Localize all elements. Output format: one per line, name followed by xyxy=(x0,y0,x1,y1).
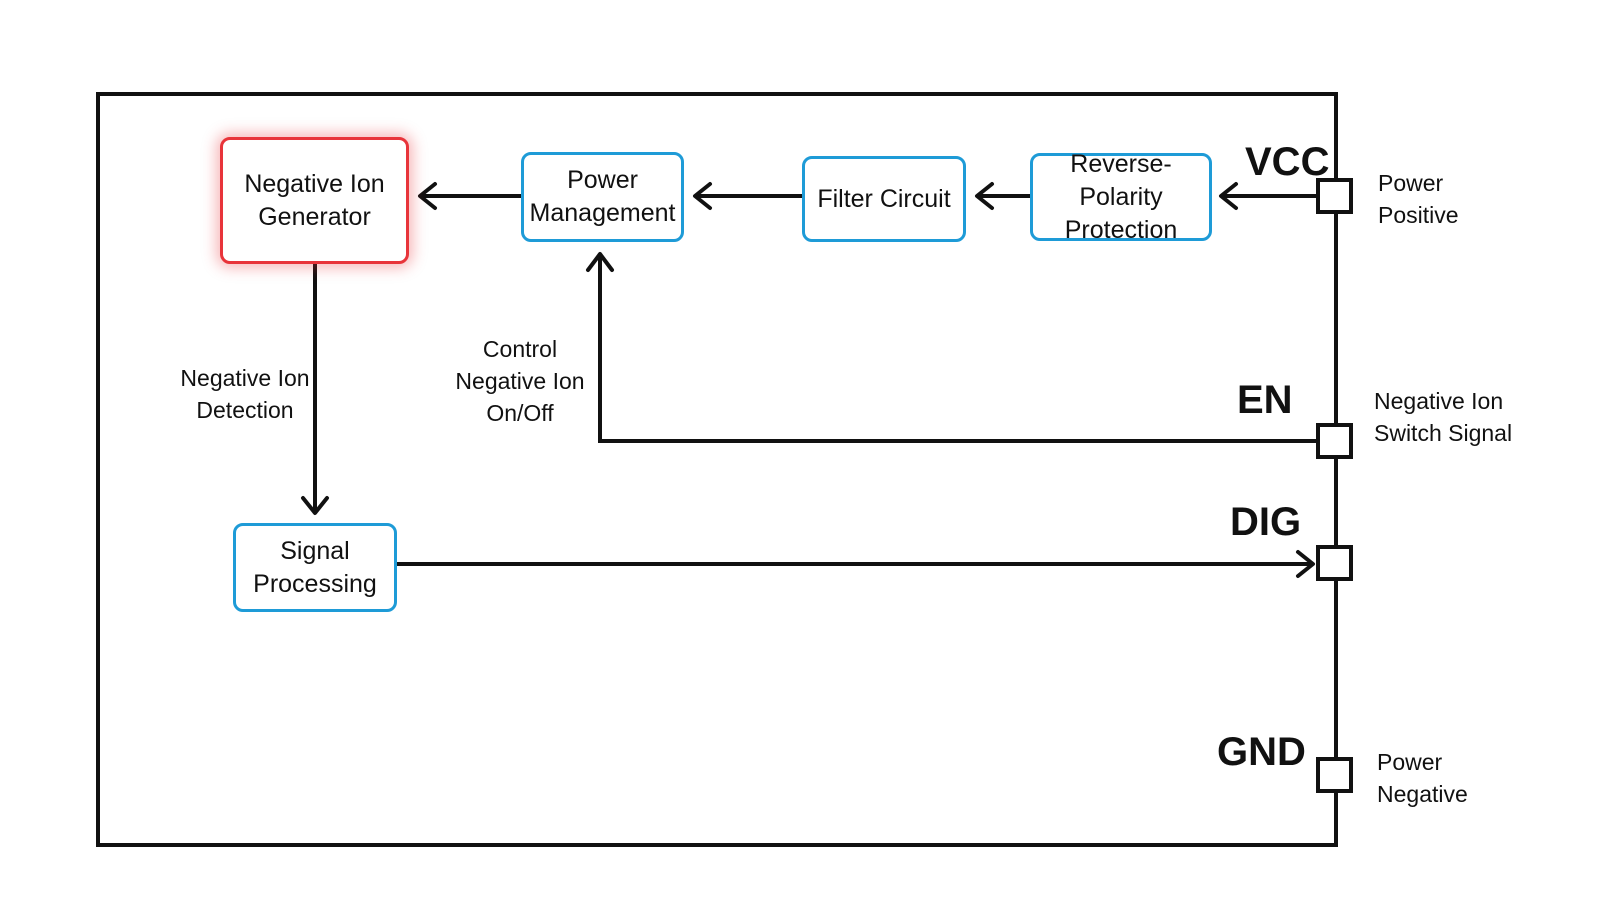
pin-name-dig: DIG xyxy=(1230,500,1302,544)
pin-en xyxy=(1316,423,1353,459)
signal-processing-block: Signal Processing xyxy=(233,523,397,612)
reverse-polarity-protection-block: Reverse-Polarity Protection xyxy=(1030,150,1212,244)
pin-desc-vcc: Power Positive xyxy=(1378,170,1459,228)
negative-ion-detection-label: Negative Ion Detection xyxy=(180,365,310,423)
pin-gnd xyxy=(1316,757,1353,793)
power-management-block: Power Management xyxy=(521,152,684,242)
arrowhead-power xyxy=(693,182,712,210)
arrowhead-dig xyxy=(1296,550,1315,578)
arrowhead-signal xyxy=(301,496,329,515)
filter-circuit-block: Filter Circuit xyxy=(802,156,966,242)
module-outline xyxy=(96,92,1338,847)
pin-name-vcc: VCC xyxy=(1245,140,1330,184)
pin-name-gnd: GND xyxy=(1217,730,1306,774)
pin-vcc xyxy=(1316,178,1353,214)
pin-desc-gnd: Power Negative xyxy=(1377,749,1468,807)
pin-desc-en: Negative Ion Switch Signal xyxy=(1374,388,1513,446)
wire-en-to-power xyxy=(598,256,1318,443)
pin-name-en: EN xyxy=(1237,378,1293,422)
negative-ion-generator-block: Negative Ion Generator xyxy=(220,137,409,264)
arrowhead-generator xyxy=(418,182,437,210)
arrowhead-power-control xyxy=(586,252,614,272)
pin-dig xyxy=(1316,545,1353,581)
arrowhead-protection xyxy=(1219,182,1238,210)
arrowhead-filter xyxy=(975,182,994,210)
control-negative-ion-label: Control Negative Ion On/Off xyxy=(455,336,585,426)
